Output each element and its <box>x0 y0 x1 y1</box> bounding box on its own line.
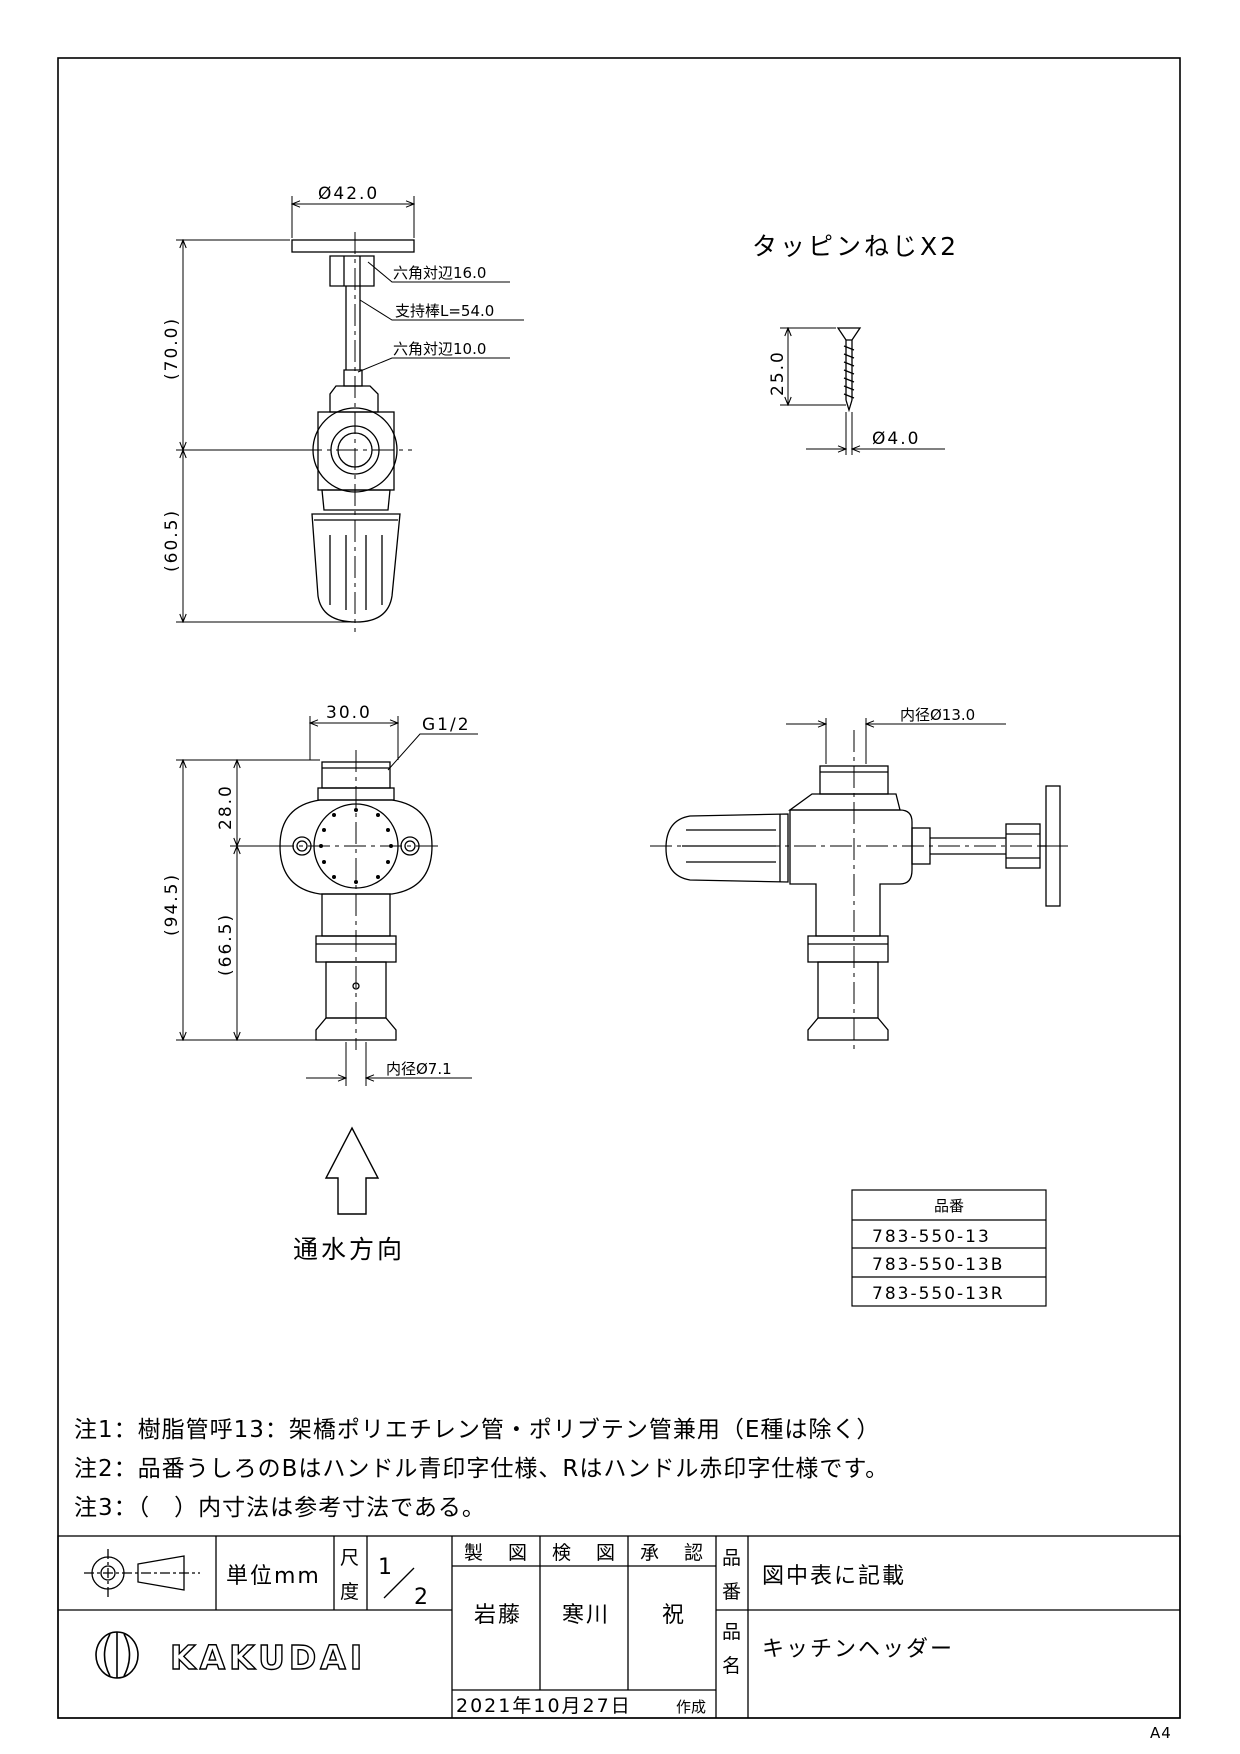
scale-label-bottom: 度 <box>340 1581 362 1603</box>
large-hex-label: 六角対辺16.0 <box>393 264 486 282</box>
approved-by: 祝 <box>662 1603 686 1628</box>
front-width-dim: 30.0 <box>326 703 372 723</box>
part-number-table <box>851 1189 1047 1307</box>
side-view-dimensions <box>786 718 1006 764</box>
support-rod-label: 支持棒L=54.0 <box>395 302 494 320</box>
side-view-centerlines <box>650 730 1070 1050</box>
top-view-centerlines <box>300 232 412 632</box>
checked-label: 検 図 <box>552 1542 618 1564</box>
drawing-date: 2021年10月27日 <box>456 1695 632 1717</box>
title-block <box>57 1535 1181 1719</box>
front-top-height-dim: 28.0 <box>216 784 236 830</box>
part-table-header: 品番 <box>934 1197 964 1215</box>
part-no-value: 図中表に記載 <box>762 1564 906 1589</box>
note-2: 注2：品番うしろのBはハンドル青印字仕様、Rはハンドル赤印字仕様です。 <box>74 1456 889 1482</box>
approved-label: 承 認 <box>640 1542 706 1564</box>
kakudai-logo-icon <box>95 1631 139 1679</box>
lower-height-dim: (60.5) <box>162 509 182 572</box>
small-hex-label: 六角対辺10.0 <box>393 340 486 358</box>
front-bottom-height-dim: (66.5) <box>216 913 236 976</box>
flange-diameter-dim: Ø42.0 <box>318 184 379 204</box>
created-label: 作成 <box>676 1698 706 1716</box>
front-total-height-dim: (94.5) <box>162 873 182 936</box>
top-view <box>291 239 415 623</box>
side-view <box>665 765 1061 1041</box>
part-name-label-bottom: 名 <box>722 1655 744 1677</box>
front-inner-dia-dim: 内径Ø7.1 <box>386 1060 452 1078</box>
screw-length-dim: 25.0 <box>768 350 788 396</box>
part-number-row: 783-550-13 <box>872 1227 991 1247</box>
note-1: 注1：樹脂管呼13：架橋ポリエチレン管・ポリブテン管兼用（E種は除く） <box>74 1417 880 1443</box>
part-name-value: キッチンヘッダー <box>762 1637 954 1662</box>
drawn-by: 岩藤 <box>474 1603 522 1628</box>
side-inner-dia-dim: 内径Ø13.0 <box>900 706 975 724</box>
scale-label-top: 尺 <box>340 1547 362 1569</box>
unit-label: 単位mm <box>226 1564 321 1589</box>
checked-by: 寒川 <box>562 1603 610 1628</box>
screw-diameter-dim: Ø4.0 <box>872 429 920 449</box>
projection-symbol-icon <box>84 1549 200 1597</box>
part-number-row: 783-550-13B <box>872 1255 1004 1275</box>
part-number-row: 783-550-13R <box>872 1284 1005 1304</box>
flow-direction-arrow <box>324 1126 380 1215</box>
company-name: KAKUDAI <box>170 1638 366 1677</box>
flow-direction-label: 通水方向 <box>293 1235 405 1264</box>
top-view-dimensions <box>176 196 524 622</box>
front-view-dimensions <box>176 716 478 1086</box>
upper-height-dim: (70.0) <box>162 317 182 380</box>
thread-label: G1/2 <box>422 715 471 735</box>
front-view-centerlines <box>272 750 440 1050</box>
note-3: 注3：（ ）内寸法は参考寸法である。 <box>74 1495 486 1521</box>
front-view-bolt-circle[interactable] <box>319 808 393 884</box>
screw-title: タッピンねじX2 <box>752 232 959 261</box>
part-no-label-top: 品 <box>722 1547 744 1569</box>
scale-numerator: 1 <box>378 1555 394 1580</box>
scale-denominator: 2 <box>414 1585 430 1610</box>
drawn-label: 製 図 <box>464 1542 530 1564</box>
screw-dimensions <box>780 328 945 455</box>
paper-size: A4 <box>1150 1724 1172 1742</box>
part-name-label-top: 品 <box>722 1621 744 1643</box>
part-no-label-bottom: 番 <box>722 1581 744 1603</box>
tapping-screw <box>836 327 862 413</box>
